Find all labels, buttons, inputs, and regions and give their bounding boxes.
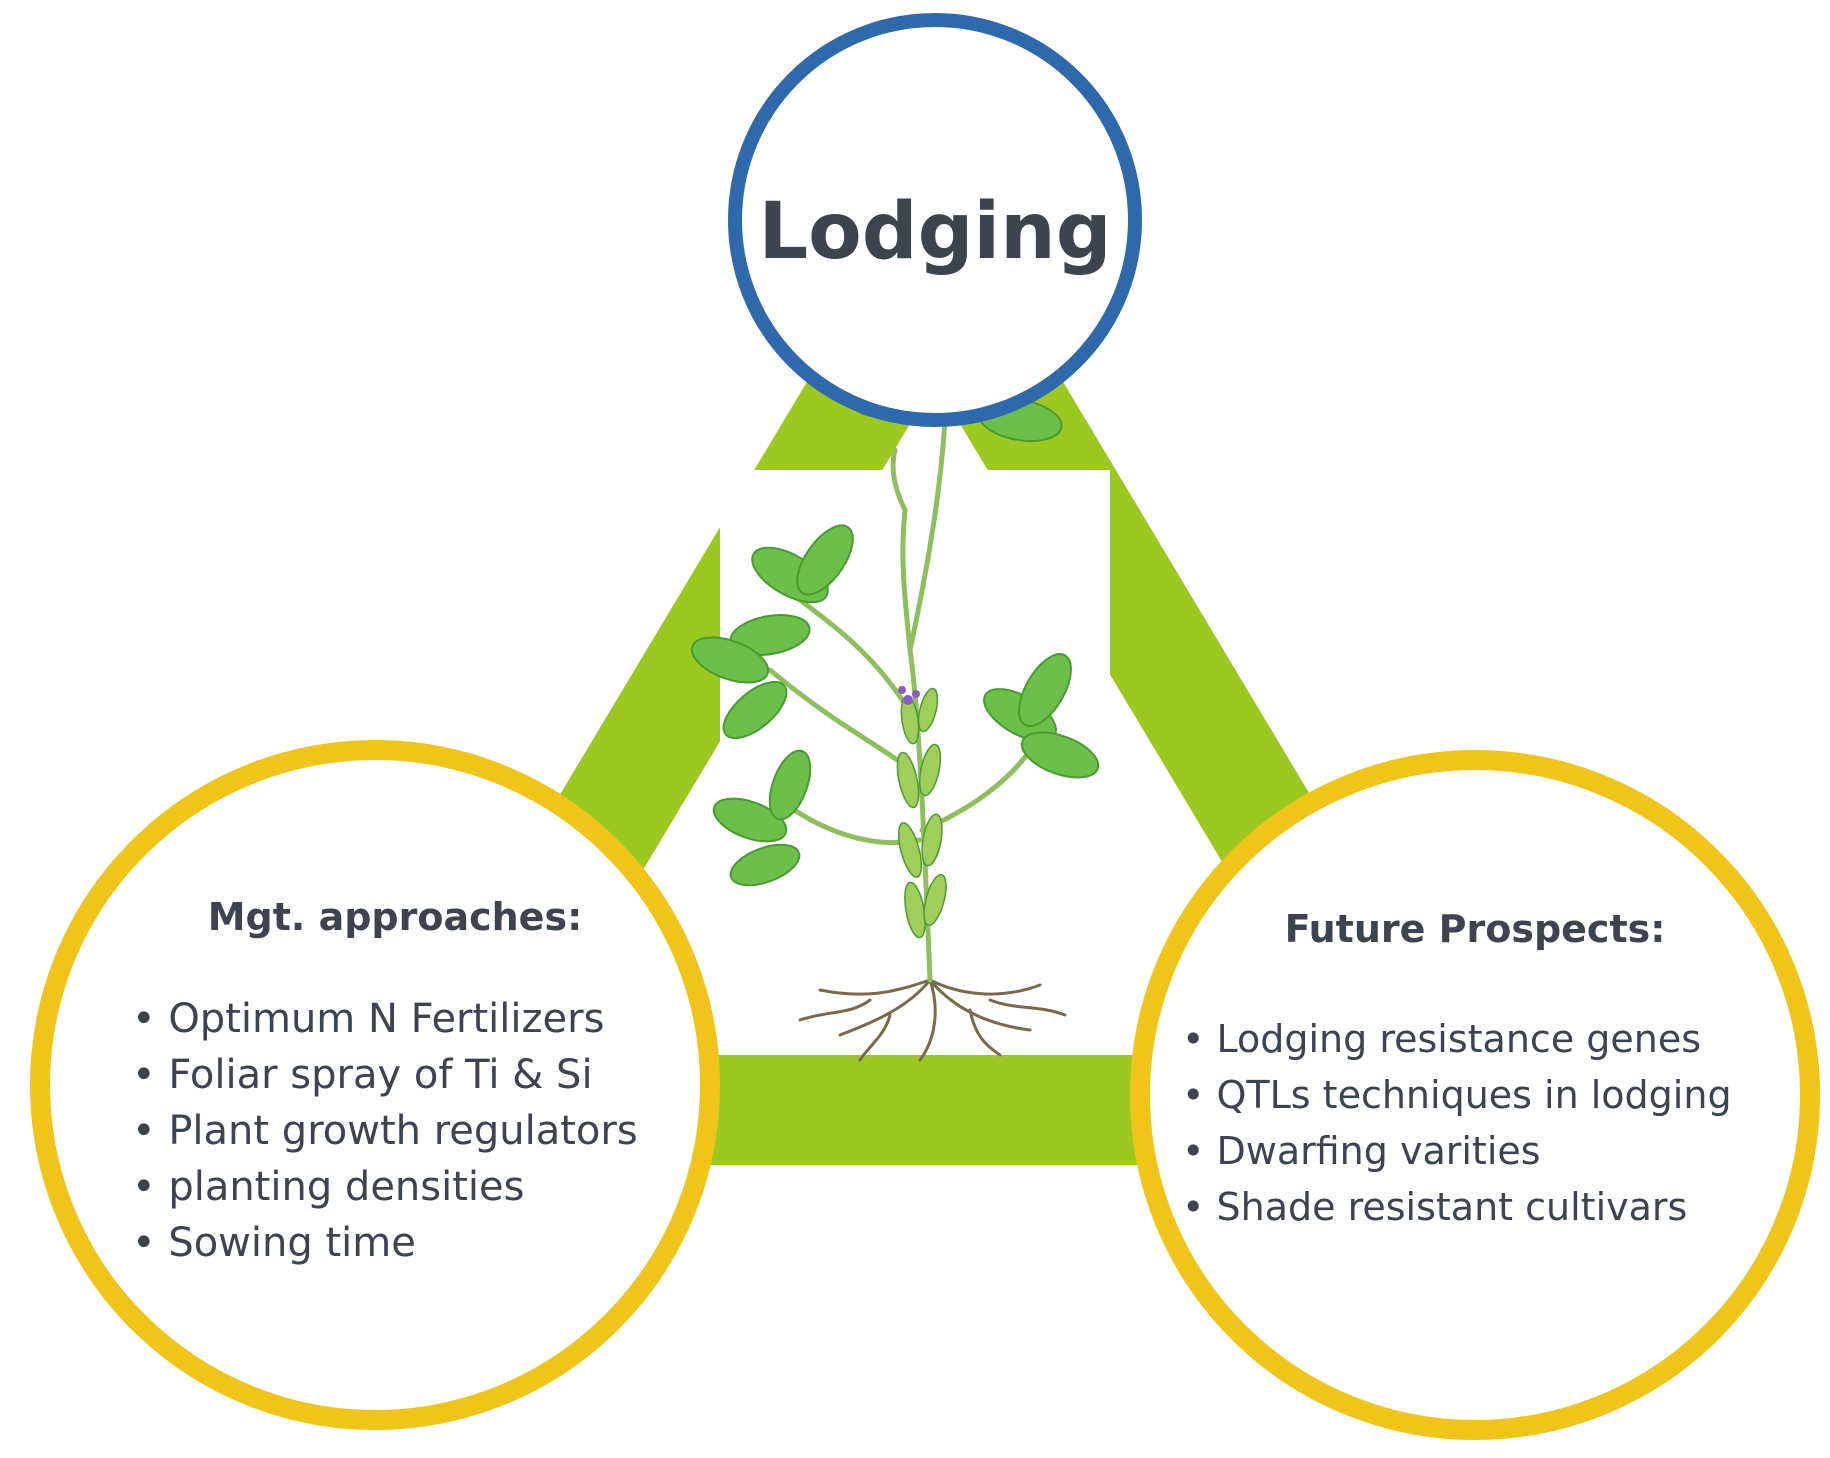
right-list-item: • Lodging resistance genes — [1182, 1017, 1701, 1061]
right-node: Future Prospects: • Lodging resistance g… — [1130, 750, 1820, 1440]
right-list: • Lodging resistance genes • QTLs techni… — [1182, 1017, 1732, 1229]
right-title: Future Prospects: — [1285, 907, 1666, 951]
left-list: • Optimum N Fertilizers • Foliar spray o… — [132, 996, 638, 1266]
right-ring — [1130, 750, 1820, 1440]
top-ring — [728, 13, 1142, 427]
left-title: Mgt. approaches: — [208, 895, 583, 939]
left-list-item: • Plant growth regulators — [132, 1108, 638, 1154]
left-list-item: • Sowing time — [132, 1220, 416, 1266]
top-node: Lodging — [728, 13, 1142, 427]
top-title: Lodging — [758, 187, 1111, 277]
left-list-item: • Optimum N Fertilizers — [132, 996, 604, 1042]
right-list-item: • QTLs techniques in lodging — [1182, 1073, 1732, 1117]
left-list-item: • planting densities — [132, 1164, 524, 1210]
right-list-item: • Dwarfing varities — [1182, 1129, 1541, 1173]
left-node: Mgt. approaches: • Optimum N Fertilizers… — [30, 740, 720, 1430]
right-list-item: • Shade resistant cultivars — [1182, 1185, 1687, 1229]
left-ring — [30, 740, 720, 1430]
left-list-item: • Foliar spray of Ti & Si — [132, 1052, 593, 1098]
